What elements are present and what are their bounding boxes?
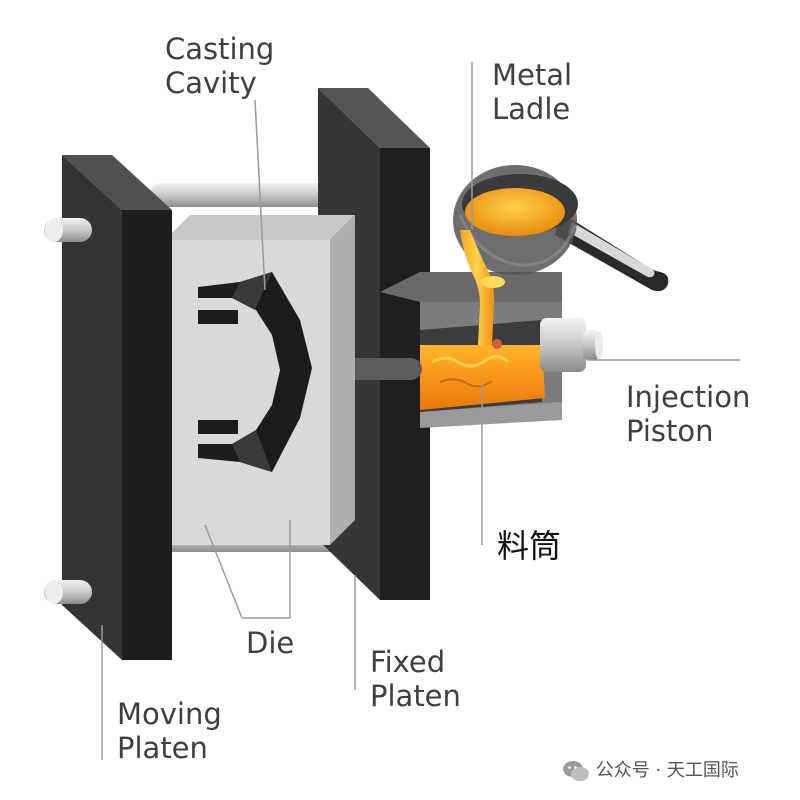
molten-metal-in-sleeve — [420, 345, 545, 410]
pour-stream — [460, 230, 505, 349]
moving-platen — [62, 155, 172, 660]
injection-piston — [540, 318, 603, 372]
metal-ladle — [453, 165, 669, 292]
fixed-platen-label: Fixed Platen — [370, 645, 461, 713]
moving-platen-label: Moving Platen — [117, 697, 222, 765]
wechat-icon — [563, 761, 589, 781]
watermark-text: 公众号 · 天工国际 — [595, 760, 739, 781]
leader-lines — [101, 62, 740, 760]
die-label: Die — [246, 626, 295, 660]
shot-sleeve-label: 料筒 — [497, 527, 562, 565]
tie-bars-front — [44, 218, 92, 604]
watermark: 公众号 · 天工国际 — [562, 756, 739, 782]
shot-sleeve — [380, 272, 562, 428]
casting-cavity-label: Casting Cavity — [165, 32, 275, 100]
metal-ladle-label: Metal Ladle — [492, 58, 573, 126]
die — [165, 215, 355, 545]
injection-piston-label: Injection Piston — [626, 380, 751, 448]
casting-cavity-shape — [198, 272, 312, 472]
